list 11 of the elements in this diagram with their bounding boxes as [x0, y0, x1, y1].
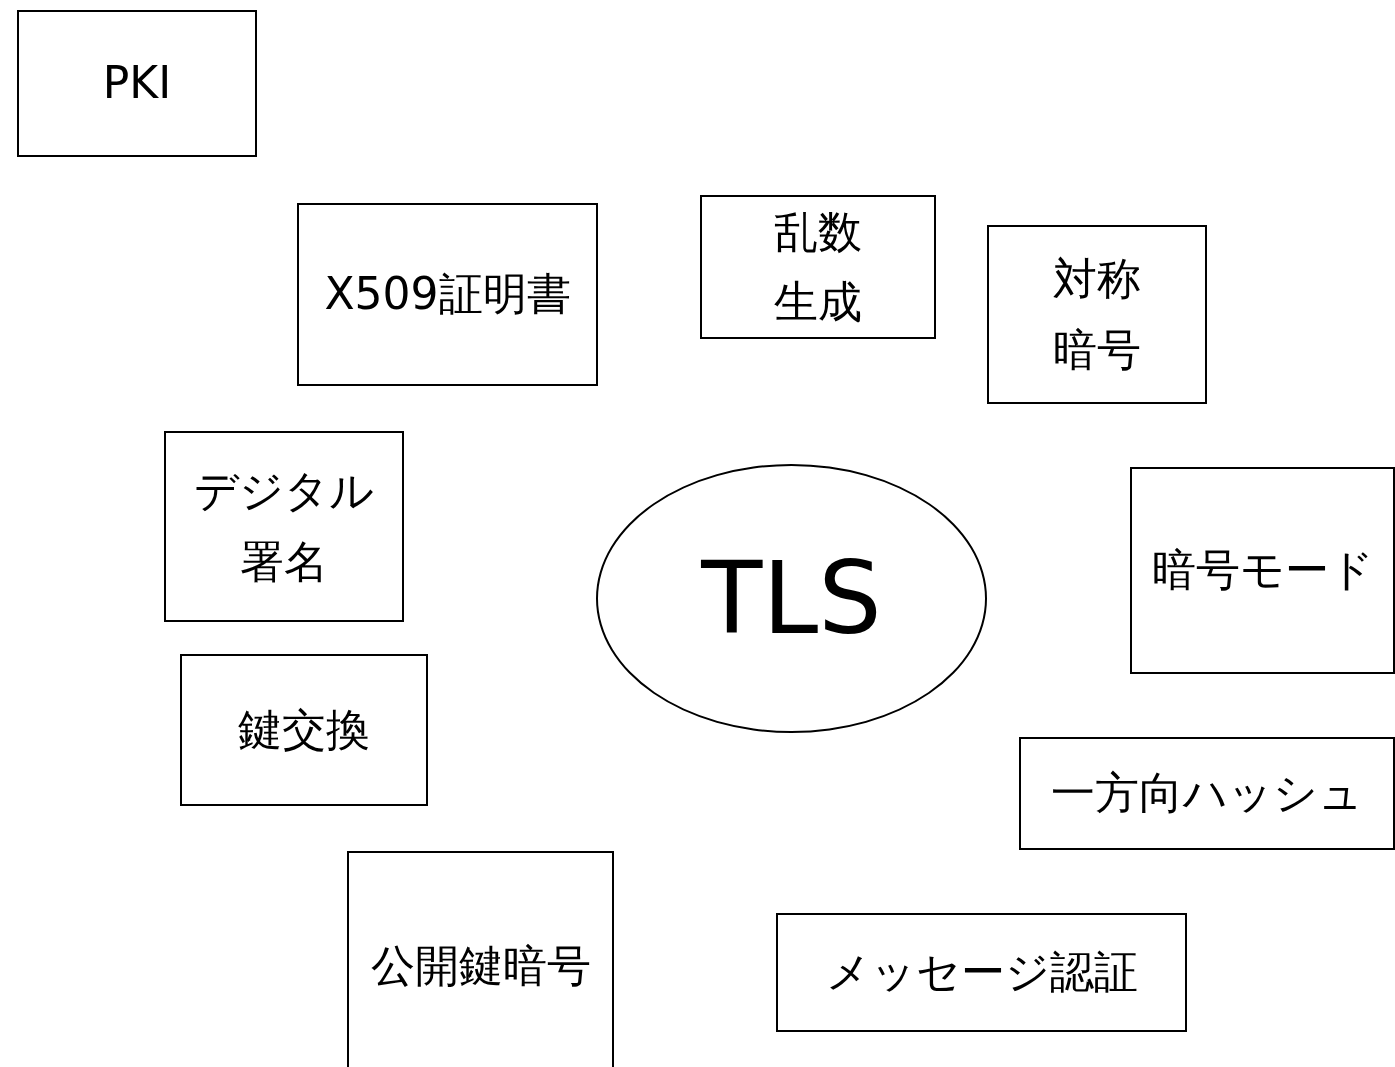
text-box: 公開鍵暗号	[347, 851, 614, 1067]
text-box: 暗号モード	[1130, 467, 1395, 674]
text-box: 鍵交換	[180, 654, 428, 806]
text-box: X509証明書	[297, 203, 598, 386]
text-box: PKI	[17, 10, 257, 157]
ellipse: TLS	[596, 464, 987, 733]
text-box: 乱数生成	[700, 195, 936, 339]
text-box: メッセージ認証	[776, 913, 1187, 1032]
text-box: 対称暗号	[987, 225, 1207, 404]
text-box: デジタル署名	[164, 431, 404, 622]
text-box: 一方向ハッシュ	[1019, 737, 1395, 850]
